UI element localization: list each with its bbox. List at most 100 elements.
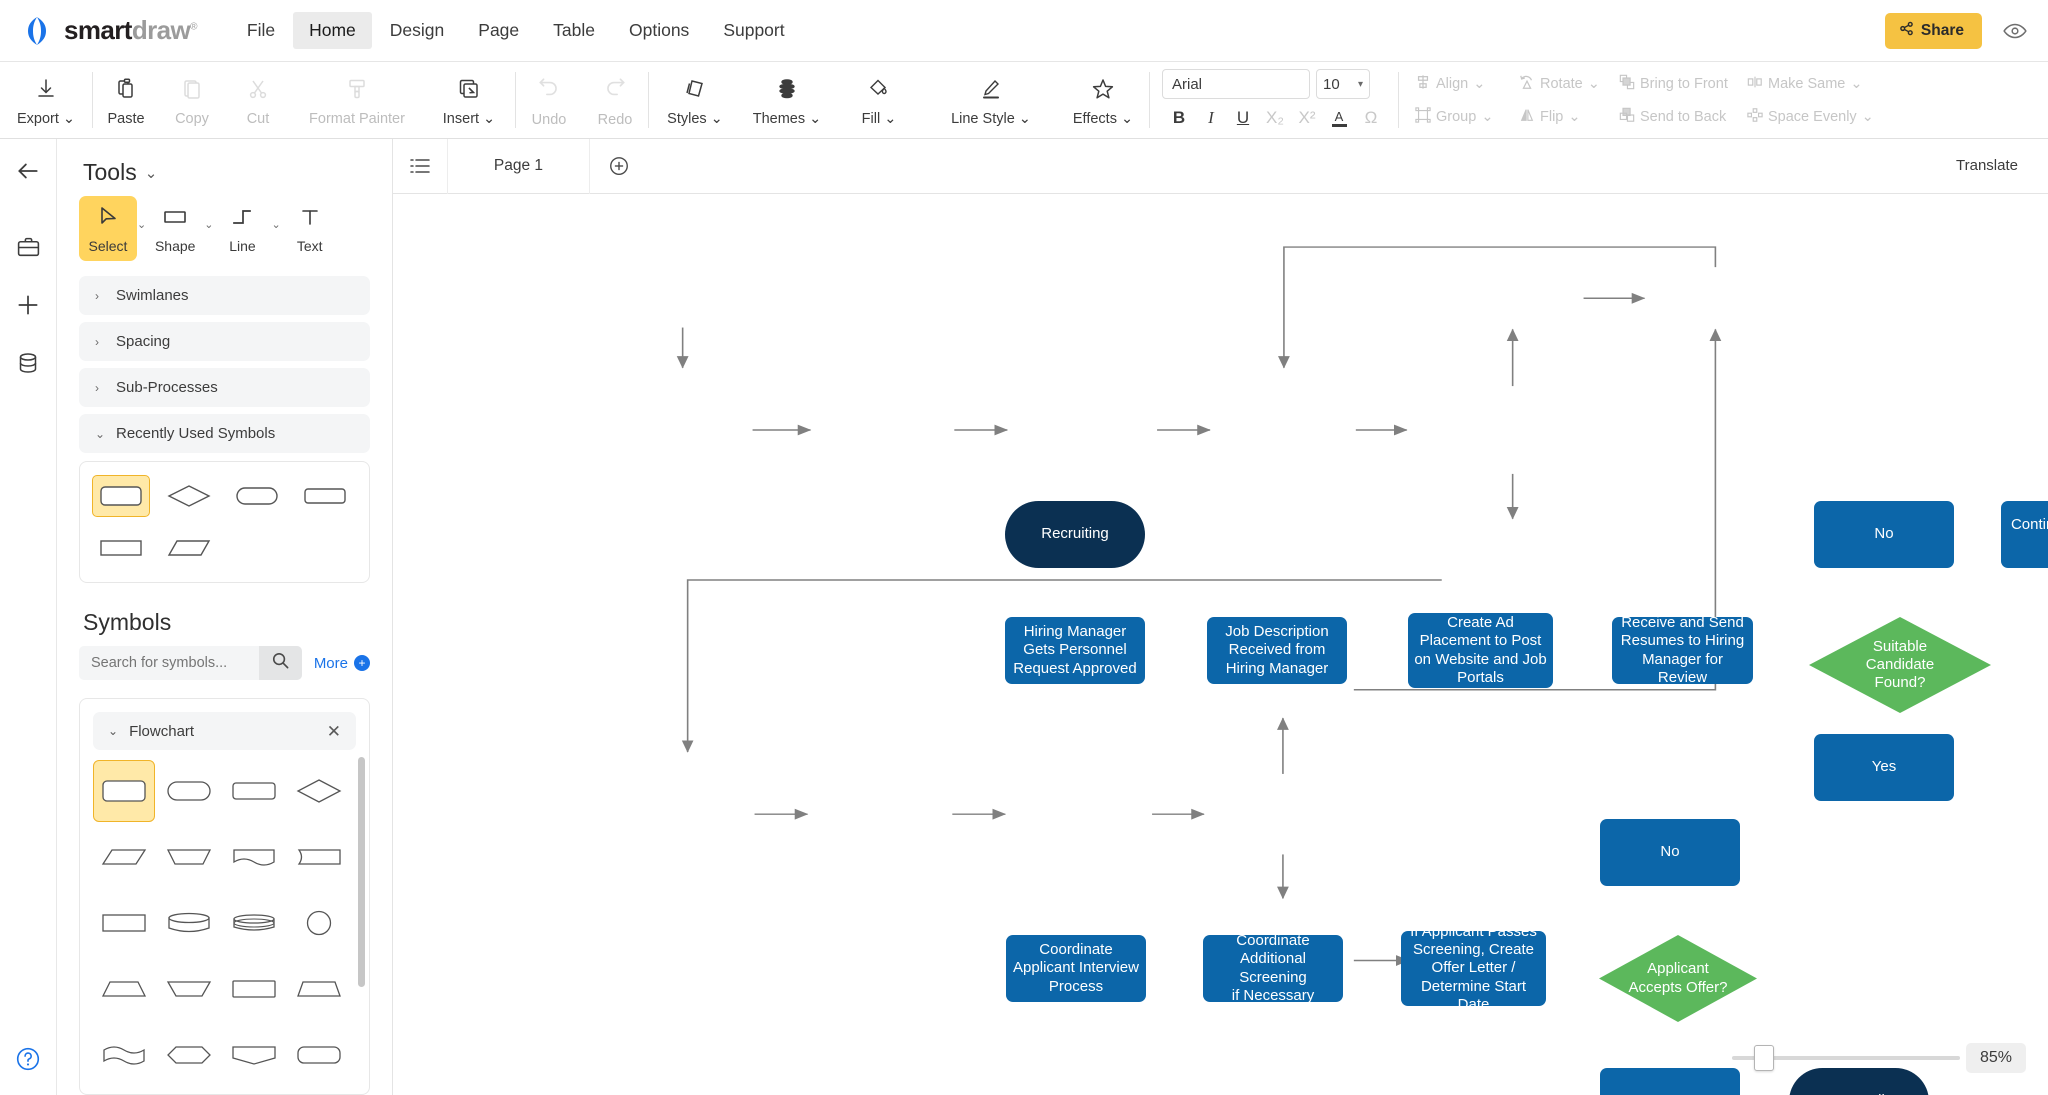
format-painter-button[interactable]: Format Painter [291, 62, 423, 138]
zoom-level-label[interactable]: 85% [1965, 1043, 2026, 1073]
more-symbols-button[interactable]: More + [314, 655, 370, 672]
symbols-scrollbar[interactable] [358, 757, 365, 987]
subscript-button[interactable]: X₂ [1266, 108, 1284, 127]
menu-item-support[interactable]: Support [723, 20, 785, 40]
symbol-rounded-rect-thin[interactable] [223, 760, 285, 822]
accordion-spacing[interactable]: › Spacing [79, 322, 370, 361]
node-create-ad[interactable]: Create Ad Placement to Post on Website a… [1408, 613, 1553, 688]
translate-button[interactable]: Translate [1956, 157, 2018, 174]
menu-item-table[interactable]: Table [553, 20, 595, 40]
symbol-hexagon[interactable] [158, 1024, 220, 1086]
rotate-button[interactable]: Rotate ⌄ [1511, 71, 1611, 97]
symbol-diamond[interactable] [288, 760, 350, 822]
cut-button[interactable]: Cut [225, 62, 291, 138]
symbol-rect2[interactable] [223, 958, 285, 1020]
recent-symbol-parallelogram[interactable] [160, 527, 218, 569]
accordion-recently-used-symbols[interactable]: ⌄ Recently Used Symbols [79, 414, 370, 453]
tool-text[interactable]: Text [281, 196, 339, 261]
share-button[interactable]: Share [1884, 12, 1982, 49]
menu-item-options[interactable]: Options [629, 20, 690, 40]
copy-button[interactable]: Copy [159, 62, 225, 138]
effects-button[interactable]: Effects⌄ [1057, 62, 1149, 138]
recent-symbol-stadium[interactable] [228, 475, 286, 517]
preview-eye-icon[interactable] [1998, 14, 2032, 48]
symbol-circle[interactable] [288, 892, 350, 954]
node-continue-running-ad[interactable]: Continue Running Ad [2001, 501, 2048, 568]
symbol-wave[interactable] [93, 1024, 155, 1086]
data-icon[interactable] [10, 345, 46, 381]
add-page-icon[interactable] [590, 155, 648, 177]
page-list-icon[interactable] [393, 155, 447, 177]
symbol-document[interactable] [223, 826, 285, 888]
search-button[interactable] [259, 646, 302, 680]
group-button[interactable]: Group ⌄ [1407, 104, 1511, 130]
close-icon[interactable]: ✕ [326, 721, 341, 741]
recent-symbol-rounded-rect-thin[interactable] [296, 475, 354, 517]
styles-button[interactable]: Styles⌄ [649, 62, 741, 138]
page-tab-1[interactable]: Page 1 [447, 138, 590, 194]
zoom-slider-thumb[interactable] [1753, 1045, 1774, 1071]
bold-button[interactable]: B [1172, 108, 1186, 127]
menu-item-design[interactable]: Design [389, 20, 445, 40]
node-offer-letter[interactable]: If Applicant Passes Screening, Create Of… [1401, 923, 1546, 1013]
recent-symbol-rounded-rect[interactable] [92, 475, 150, 517]
symbol-rectangle[interactable] [93, 892, 155, 954]
templates-icon[interactable] [10, 229, 46, 265]
select-tool-chevron-down-icon[interactable]: ⌄ [137, 219, 147, 231]
node-yes-suitable[interactable]: Yes [1814, 734, 1954, 801]
undo-button[interactable]: Undo [516, 62, 582, 138]
symbol-card[interactable] [288, 826, 350, 888]
search-input[interactable] [79, 646, 259, 680]
fill-button[interactable]: Fill⌄ [833, 62, 925, 138]
symbol-cylinder[interactable] [158, 892, 220, 954]
font-family-select[interactable]: Arial [1162, 69, 1310, 99]
tool-select[interactable]: Select [79, 196, 137, 261]
accordion-sub-processes[interactable]: › Sub-Processes [79, 368, 370, 407]
node-job-description[interactable]: Job Description Received from Hiring Man… [1207, 617, 1347, 684]
make-same-button[interactable]: Make Same ⌄ [1739, 71, 1867, 97]
flip-button[interactable]: Flip ⌄ [1511, 104, 1611, 130]
symbol-trapezoid-down[interactable] [158, 826, 220, 888]
symbol-disk[interactable] [223, 892, 285, 954]
accordion-swimlanes[interactable]: › Swimlanes [79, 276, 370, 315]
node-coordinate-screening[interactable]: Coordinate Additional Screening if Neces… [1203, 932, 1343, 1004]
back-button[interactable] [10, 153, 46, 189]
line-style-button[interactable]: Line Style⌄ [925, 62, 1057, 138]
underline-button[interactable]: U [1236, 108, 1250, 127]
symbol-stadium[interactable] [158, 760, 220, 822]
align-button[interactable]: Align ⌄ [1407, 71, 1511, 97]
node-recruiting[interactable]: Recruiting [1005, 501, 1145, 568]
symbol-parallelogram[interactable] [93, 826, 155, 888]
line-tool-chevron-down-icon[interactable]: ⌄ [271, 219, 281, 231]
node-no-offer[interactable]: No [1600, 819, 1740, 886]
recent-symbol-diamond[interactable] [160, 475, 218, 517]
zoom-slider[interactable] [1731, 1045, 1960, 1071]
symbol-button[interactable]: Ω [1364, 108, 1378, 127]
menu-item-page[interactable]: Page [478, 20, 520, 40]
menu-item-home[interactable]: Home [293, 12, 372, 49]
node-receive-send-resumes[interactable]: Receive and Send Resumes to Hiring Manag… [1612, 614, 1753, 686]
font-size-select[interactable]: 10 ▾ [1316, 69, 1370, 99]
symbol-rounded-rect2[interactable] [288, 1024, 350, 1086]
symbol-rounded-rect[interactable] [93, 760, 155, 822]
paste-button[interactable]: Paste [93, 62, 159, 138]
node-onboarding[interactable]: On-Boarding [1789, 1068, 1929, 1095]
chevron-down-icon[interactable]: ⌄ [144, 164, 158, 182]
shape-tool-chevron-down-icon[interactable]: ⌄ [204, 219, 214, 231]
help-icon[interactable] [10, 1041, 46, 1077]
tools-panel-header[interactable]: Tools ⌄ [57, 139, 392, 190]
node-coordinate-interview[interactable]: Coordinate Applicant Interview Process [1006, 935, 1146, 1002]
symbol-category-flowchart[interactable]: ⌄ Flowchart ✕ [93, 712, 356, 750]
tool-line[interactable]: Line [213, 196, 271, 261]
insert-button[interactable]: Insert⌄ [423, 62, 515, 138]
add-icon[interactable] [10, 287, 46, 323]
recent-symbol-rectangle[interactable] [92, 527, 150, 569]
node-hiring-manager[interactable]: Hiring Manager Gets Personnel Request Ap… [1005, 617, 1145, 684]
superscript-button[interactable]: X² [1298, 108, 1316, 127]
text-color-button[interactable]: A [1324, 105, 1354, 131]
space-evenly-button[interactable]: Space Evenly ⌄ [1739, 104, 1874, 130]
symbol-trapezoid-up[interactable] [93, 958, 155, 1020]
tool-shape[interactable]: Shape [146, 196, 204, 261]
export-button[interactable]: Export⌄ [0, 62, 92, 138]
symbol-pentagon-tag[interactable] [223, 1024, 285, 1086]
